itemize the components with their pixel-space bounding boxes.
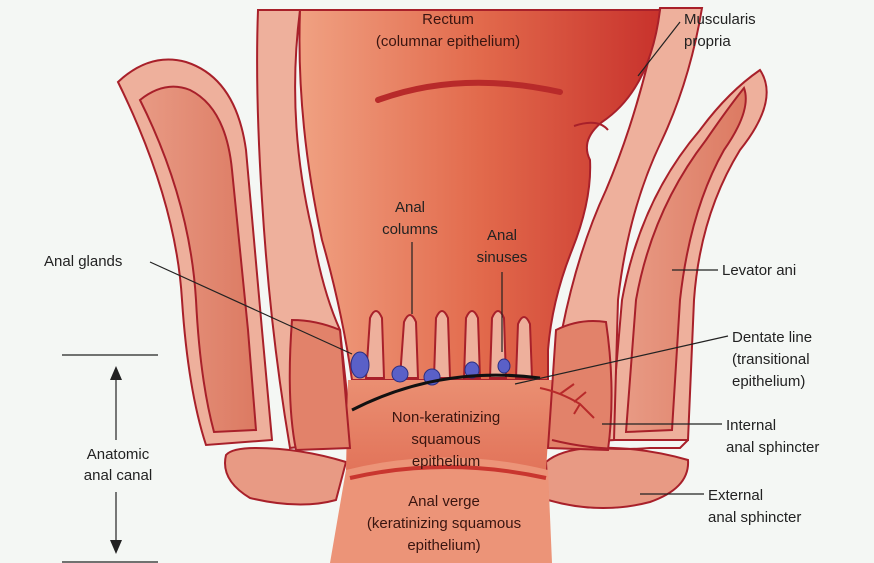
label-muscularis-sub: propria (684, 33, 731, 50)
label-muscularis: Muscularis (684, 11, 756, 28)
anal-canal (330, 380, 552, 563)
arrow-up-head (110, 366, 122, 380)
label-anal-sinuses: Anal (487, 227, 517, 244)
label-anatomic-canal: Anatomic (87, 446, 150, 463)
label-internal-sphincter-2: anal sphincter (726, 439, 819, 456)
label-nonkeratinizing-2: squamous (411, 431, 480, 448)
label-anatomic-canal-2: anal canal (84, 467, 152, 484)
label-anal-columns: Anal (395, 199, 425, 216)
label-nonkeratinizing-3: epithelium (412, 453, 480, 470)
label-nonkeratinizing: Non-keratinizing (392, 409, 500, 426)
label-levator-ani: Levator ani (722, 262, 796, 279)
label-rectum: Rectum (422, 11, 474, 28)
label-dentate-line: Dentate line (732, 329, 812, 346)
label-anal-verge-3: epithelium) (407, 537, 480, 554)
label-anal-glands: Anal glands (44, 253, 122, 270)
label-anal-verge-2: (keratinizing squamous (367, 515, 521, 532)
label-rectum-sub: (columnar epithelium) (376, 33, 520, 50)
label-external-sphincter: External (708, 487, 763, 504)
label-dentate-line-2: (transitional (732, 351, 810, 368)
label-anal-verge: Anal verge (408, 493, 480, 510)
label-dentate-line-3: epithelium) (732, 373, 805, 390)
label-anal-columns-sub: columns (382, 221, 438, 238)
label-external-sphincter-2: anal sphincter (708, 509, 801, 526)
label-anal-sinuses-sub: sinuses (477, 249, 528, 266)
levator-ani-left (118, 60, 272, 446)
arrow-down-head (110, 540, 122, 554)
label-internal-sphincter: Internal (726, 417, 776, 434)
